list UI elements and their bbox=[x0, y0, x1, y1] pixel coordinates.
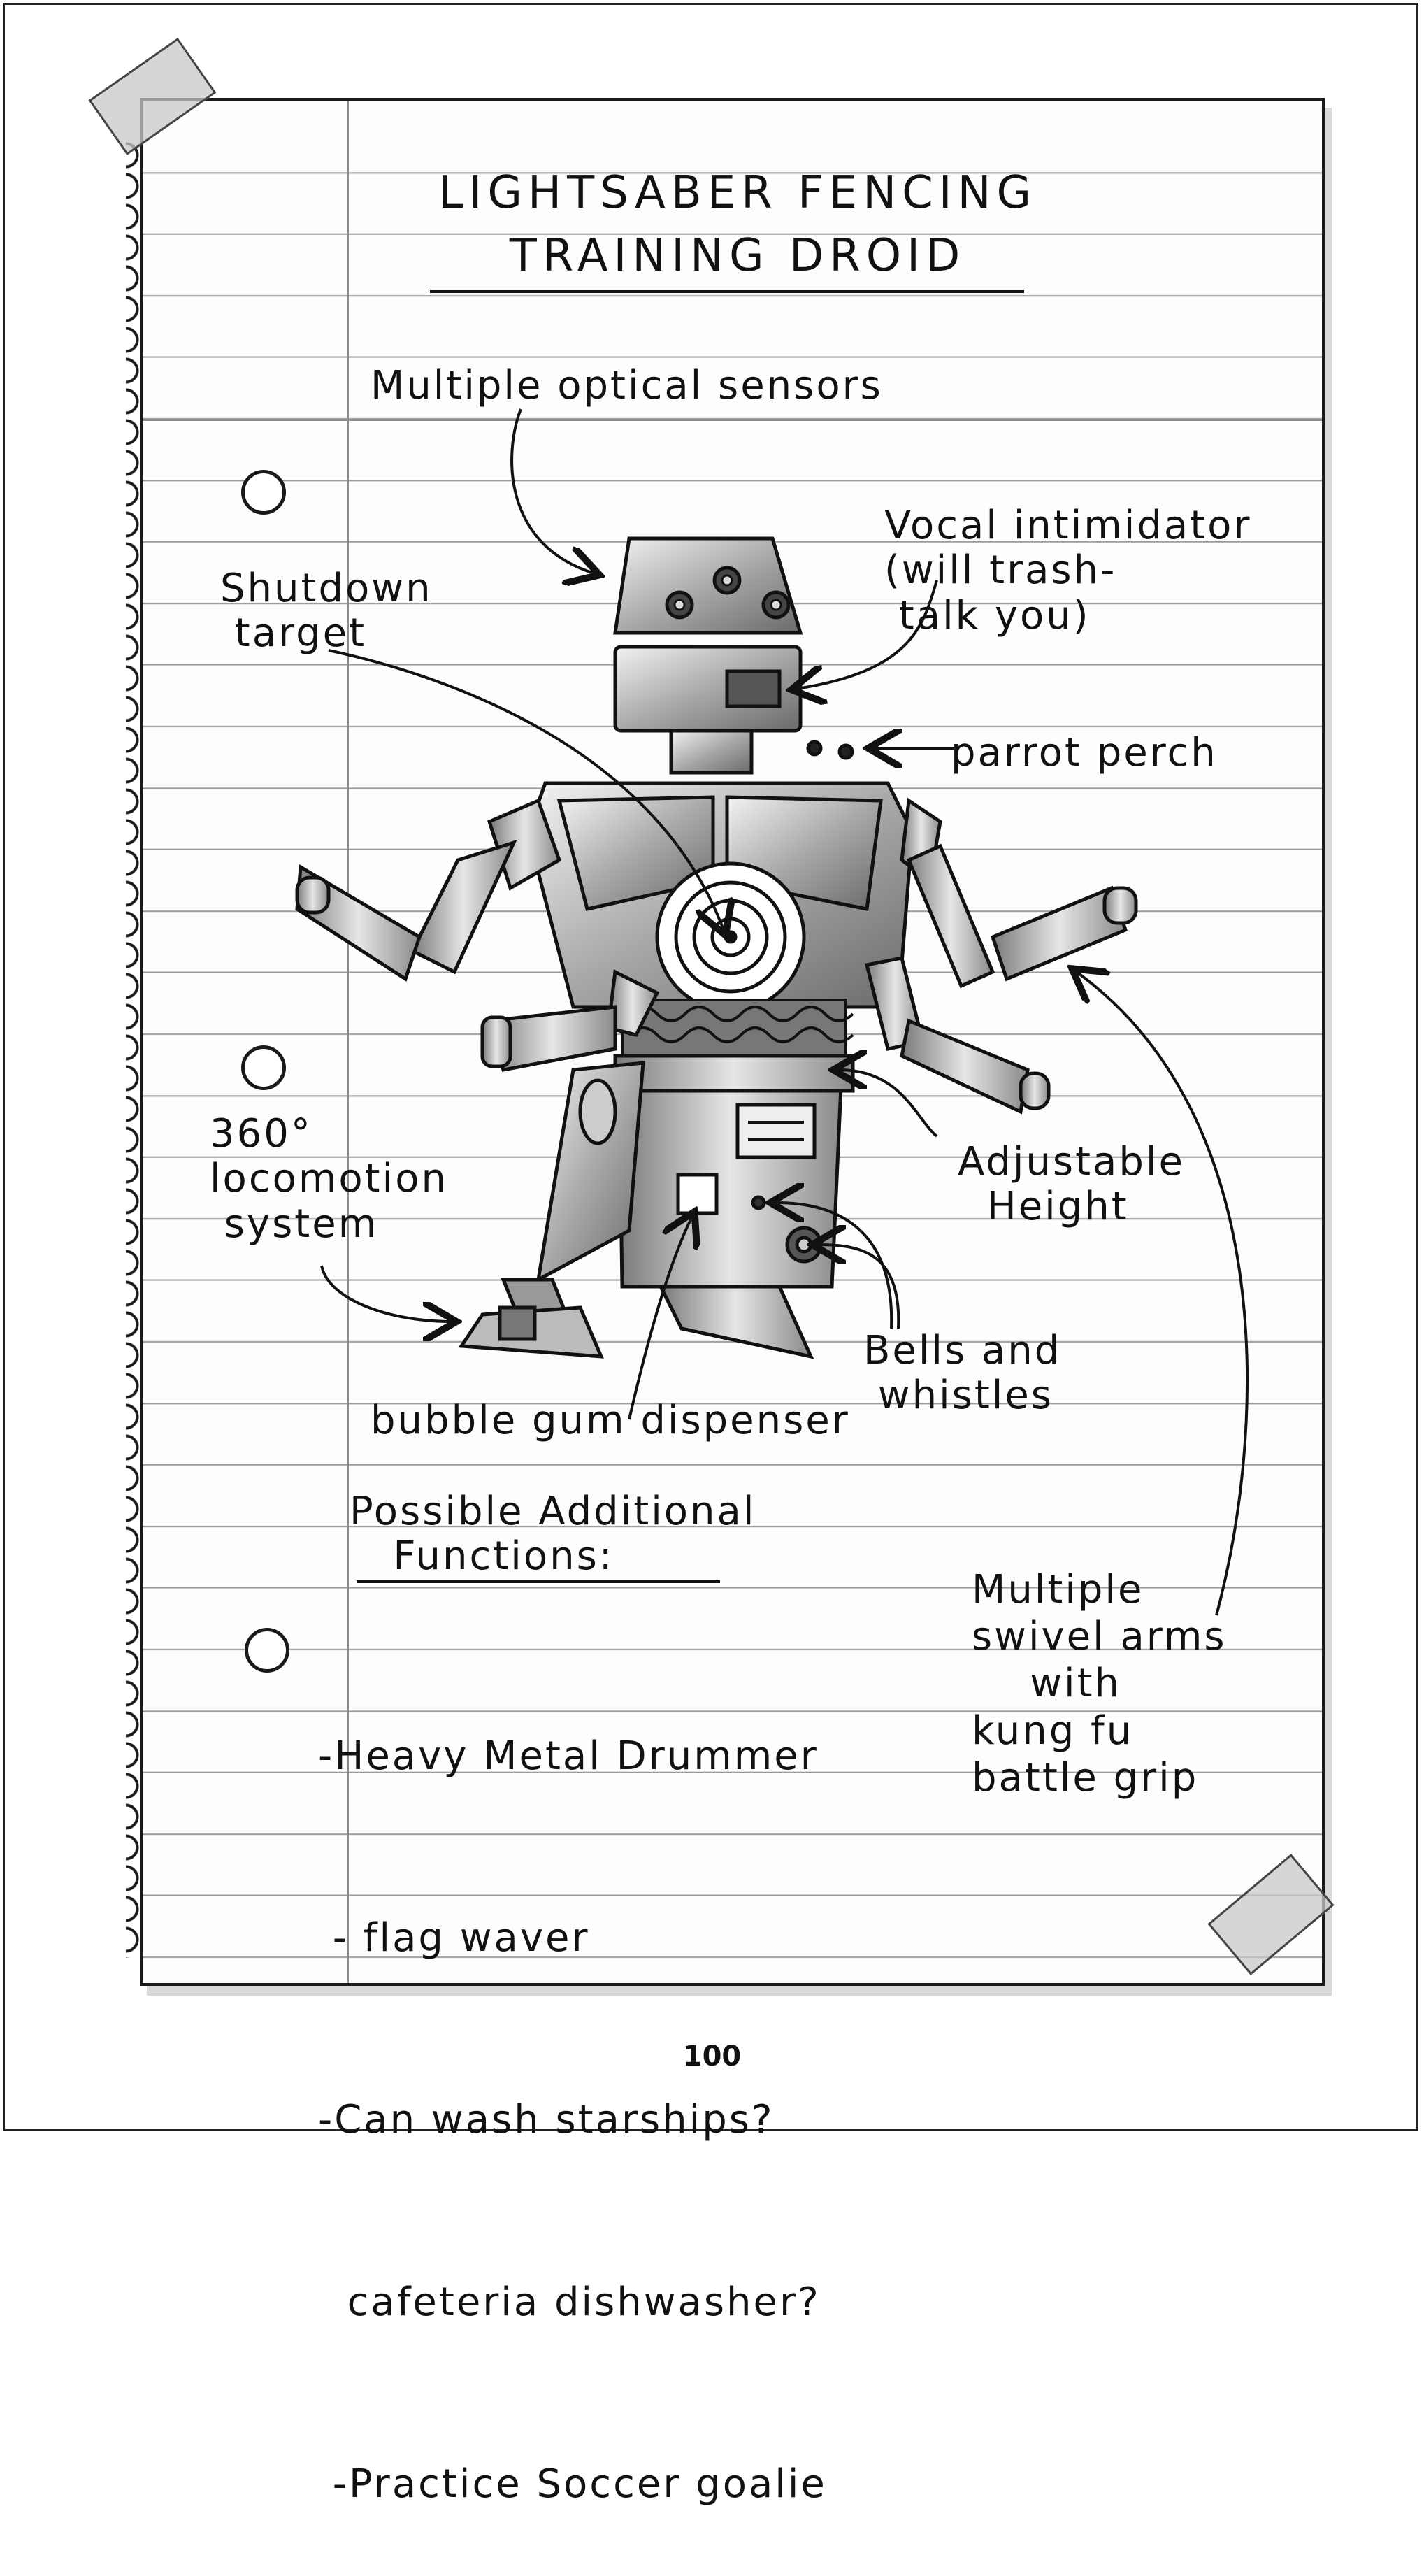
functions-list: -Heavy Metal Drummer - flag waver -Can w… bbox=[318, 1605, 827, 2576]
label-locomotion: 360° locomotion system bbox=[210, 1112, 448, 1247]
label-swivel-arms: Multiple swivel arms with kung fu battle… bbox=[972, 1566, 1227, 1801]
functions-heading: Possible Additional Functions: bbox=[350, 1489, 756, 1580]
label-optical-sensors: Multiple optical sensors bbox=[371, 364, 883, 408]
function-item: -Practice Soccer goalie bbox=[318, 2454, 827, 2515]
function-item: -Heavy Metal Drummer bbox=[318, 1726, 827, 1787]
droid-leg bbox=[461, 1063, 643, 1357]
label-parrot-perch: parrot perch bbox=[951, 731, 1218, 775]
label-vocal-intimidator: Vocal intimidator (will trash- talk you) bbox=[884, 503, 1251, 638]
functions-underline bbox=[357, 1580, 720, 1583]
label-bubble-gum: bubble gum dispenser bbox=[371, 1398, 850, 1443]
droid-waist bbox=[622, 1000, 853, 1059]
label-shutdown-target: Shutdown target bbox=[220, 566, 433, 657]
function-item: cafeteria dishwasher? bbox=[318, 2273, 827, 2333]
label-bells-whistles: Bells and whistles bbox=[863, 1329, 1061, 1419]
function-item: - flag waver bbox=[318, 1908, 827, 1969]
function-item: -Can wash starships? bbox=[318, 2090, 827, 2151]
droid-head bbox=[615, 538, 800, 773]
page-number: 100 bbox=[0, 2040, 1424, 2073]
droid-torso bbox=[528, 742, 912, 1010]
label-adjustable-height: Adjustable Height bbox=[958, 1140, 1185, 1230]
